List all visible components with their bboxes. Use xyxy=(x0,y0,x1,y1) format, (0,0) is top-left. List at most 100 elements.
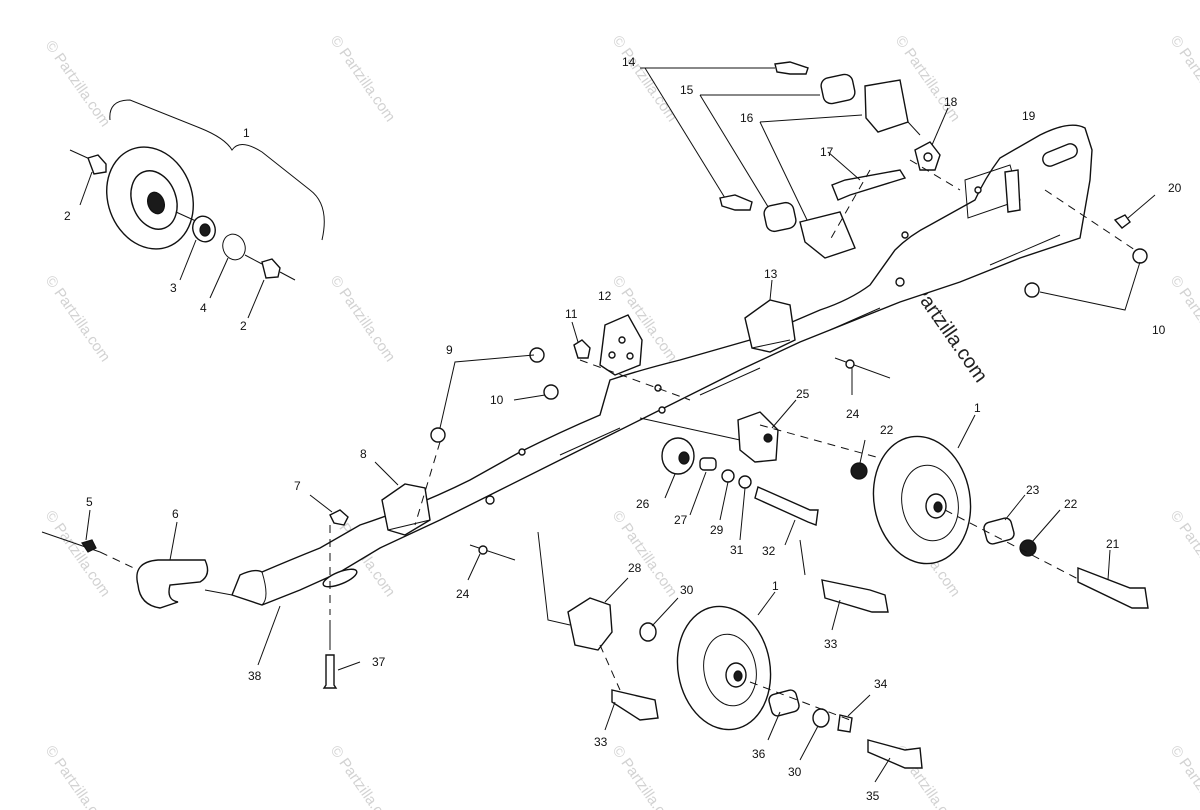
callout-24: 24 xyxy=(846,407,860,421)
idler-wheel-exploded xyxy=(69,99,325,319)
callout-1: 1 xyxy=(772,579,779,593)
part-37-bolt-group xyxy=(257,605,361,689)
suspension-mounts xyxy=(640,61,949,259)
callout-12: 12 xyxy=(598,289,612,303)
watermark: © Partzilla.com xyxy=(327,743,399,810)
callout-17: 17 xyxy=(820,145,834,159)
part-24-bolts xyxy=(467,357,891,581)
callouts: 1 2 3 4 2 14 15 16 17 18 19 20 10 13 12 … xyxy=(64,55,1182,803)
callout-33: 33 xyxy=(824,637,838,651)
callout-10: 10 xyxy=(1152,323,1166,337)
part-10-nut xyxy=(1132,248,1148,264)
assembly-lines xyxy=(329,159,1136,615)
callout-10: 10 xyxy=(490,393,504,407)
axle-components xyxy=(639,399,906,631)
part-15-bushing xyxy=(820,73,856,105)
part-4-snap-ring xyxy=(222,233,246,261)
part-5-rivet xyxy=(81,539,97,553)
callout-29: 29 xyxy=(710,523,724,537)
part-1-wheel xyxy=(872,435,972,565)
callout-14: 14 xyxy=(622,55,636,69)
callout-11: 11 xyxy=(565,307,578,321)
callout-23: 23 xyxy=(1026,483,1040,497)
callout-31: 31 xyxy=(730,543,744,557)
callout-15: 15 xyxy=(680,83,694,97)
watermark: © Partzilla.com xyxy=(1167,743,1200,810)
watermark: © Partzilla.com xyxy=(327,273,399,366)
callout-8: 8 xyxy=(360,447,367,461)
callout-30: 30 xyxy=(788,765,802,779)
part-31-washer xyxy=(738,475,752,489)
part-14-bolt xyxy=(774,61,809,75)
part-21-bolt xyxy=(1077,566,1149,609)
callout-33: 33 xyxy=(594,735,608,749)
part-10-nut xyxy=(1024,282,1040,298)
part-20-screw xyxy=(1113,214,1131,229)
part-28-bracket xyxy=(567,597,613,651)
watermark: © Partzilla.com xyxy=(1167,273,1200,366)
part-7-plug xyxy=(329,509,349,526)
callout-2: 2 xyxy=(64,209,71,223)
part-14-bolt xyxy=(719,194,753,211)
callout-36: 36 xyxy=(752,747,766,761)
callout-2: 2 xyxy=(240,319,247,333)
callout-9: 9 xyxy=(446,343,453,357)
bracket-1 xyxy=(109,99,325,241)
part-30-washer xyxy=(639,622,657,642)
callout-3: 3 xyxy=(170,281,177,295)
front-tip-parts xyxy=(41,494,349,609)
callout-6: 6 xyxy=(172,507,179,521)
part-12-plate xyxy=(599,314,643,376)
callout-25: 25 xyxy=(796,387,810,401)
callout-24: 24 xyxy=(456,587,470,601)
callout-4: 4 xyxy=(200,301,207,315)
part-34-washer xyxy=(837,714,853,733)
callout-18: 18 xyxy=(944,95,958,109)
watermark: © Partzilla.com xyxy=(42,38,114,131)
part-29-washer xyxy=(721,469,735,483)
part-35-bolt xyxy=(867,739,923,769)
callout-16: 16 xyxy=(740,111,754,125)
part-23-spacer xyxy=(983,517,1015,545)
watermark: © Partzilla.com xyxy=(609,743,681,810)
part-33-bolt xyxy=(821,579,889,613)
part-2-bushing xyxy=(261,258,281,279)
part-25-bracket xyxy=(737,411,779,463)
callout-35: 35 xyxy=(866,789,880,803)
callout-22: 22 xyxy=(880,423,894,437)
part-17-bolt xyxy=(831,169,907,201)
callout-7: 7 xyxy=(294,479,301,493)
rail-slot xyxy=(322,568,358,588)
part-30-washer xyxy=(812,708,830,728)
part-26-spacer xyxy=(661,437,695,475)
callout-37: 37 xyxy=(372,655,386,669)
callout-32: 32 xyxy=(762,544,776,558)
part-16-cushion xyxy=(799,211,856,259)
callout-34: 34 xyxy=(874,677,888,691)
part-22-washer xyxy=(1019,539,1037,557)
callout-30: 30 xyxy=(680,583,694,597)
slide-block-lower xyxy=(374,461,431,536)
callout-20: 20 xyxy=(1168,181,1182,195)
callout-27: 27 xyxy=(674,513,688,527)
watermark: © Partzilla.com xyxy=(42,743,114,810)
part-19-bracket xyxy=(1004,169,1021,213)
slide-block-upper xyxy=(744,279,796,353)
callout-5: 5 xyxy=(86,495,93,509)
part-32-bolt xyxy=(754,486,819,526)
rail-slot xyxy=(1042,143,1078,167)
watermark-center: Partzilla.com xyxy=(908,280,992,386)
watermark: © Partzilla.com xyxy=(327,33,399,126)
part-9-nut xyxy=(430,427,446,443)
right-wheel-group xyxy=(850,414,1149,609)
callout-19: 19 xyxy=(1022,109,1036,123)
watermark: © Partzilla.com xyxy=(1167,508,1200,601)
callout-38: 38 xyxy=(248,669,262,683)
watermark: © Partzilla.com xyxy=(609,33,681,126)
callout-21: 21 xyxy=(1106,537,1120,551)
part-33-bolt xyxy=(611,689,659,721)
part-36-spacer xyxy=(768,689,800,717)
part-22-washer xyxy=(850,462,868,480)
lower-wheel-group xyxy=(537,531,923,783)
